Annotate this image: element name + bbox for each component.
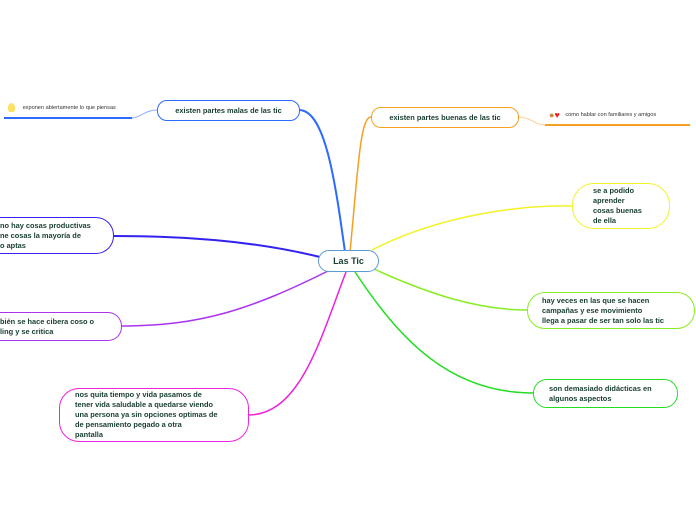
edge-didacticas: [354, 271, 534, 394]
subtopic-underline: [4, 117, 132, 119]
topic-se-a-podido[interactable]: se a podido aprender cosas buenas de ell…: [572, 183, 670, 229]
family-love-icon: ●♥: [549, 110, 560, 120]
topic-label: hay veces en las que se hacen campañas y…: [542, 295, 664, 325]
topic-cibera-coso[interactable]: bién se hace cibera coso o ling y se cri…: [0, 312, 122, 341]
subtopic-label: como hablar con familiares y amigos: [565, 112, 657, 119]
topic-label: se a podido aprender cosas buenas de ell…: [593, 186, 642, 225]
topic-didacticas[interactable]: son demasiado didácticas en algunos aspe…: [533, 379, 678, 408]
edge-nohay: [112, 235, 321, 258]
edge-exponen: [131, 109, 158, 119]
central-topic-label: Las Tic: [333, 256, 364, 266]
topic-partes-malas[interactable]: existen partes malas de las tic: [157, 100, 300, 121]
edge-malas: [298, 109, 346, 253]
subtopic-exponen[interactable]: exponen abiertamente lo que piensas: [8, 103, 116, 112]
central-topic[interactable]: Las Tic: [318, 250, 379, 272]
topic-no-hay-cosas[interactable]: no hay cosas productivas ne cosas la may…: [0, 217, 114, 254]
subtopic-underline: [545, 124, 690, 126]
edge-quita: [247, 271, 347, 416]
subtopic-label: exponen abiertamente lo que piensas: [22, 104, 116, 111]
edge-cibera: [120, 269, 331, 327]
edge-como: [518, 116, 546, 126]
topic-label: son demasiado didácticas en algunos aspe…: [549, 383, 652, 403]
topic-label: no hay cosas productivas ne cosas la may…: [0, 220, 91, 250]
topic-hay-veces[interactable]: hay veces en las que se hacen campañas y…: [527, 292, 695, 329]
edge-buenas: [349, 116, 372, 253]
topic-label: bién se hace cibera coso o ling y se cri…: [0, 316, 95, 336]
edge-podido: [371, 205, 573, 251]
lightbulb-icon: [8, 103, 15, 112]
topic-label: nos quita tiempo y vida pasamos de tener…: [75, 390, 218, 439]
topic-label: existen partes malas de las tic: [175, 105, 282, 115]
edge-hayveces: [371, 267, 528, 311]
topic-nos-quita-tiempo[interactable]: nos quita tiempo y vida pasamos de tener…: [59, 388, 249, 442]
topic-label: existen partes buenas de las tic: [389, 112, 501, 122]
subtopic-como-hablar[interactable]: ●♥ como hablar con familiares y amigos: [549, 110, 656, 120]
topic-partes-buenas[interactable]: existen partes buenas de las tic: [371, 107, 519, 128]
